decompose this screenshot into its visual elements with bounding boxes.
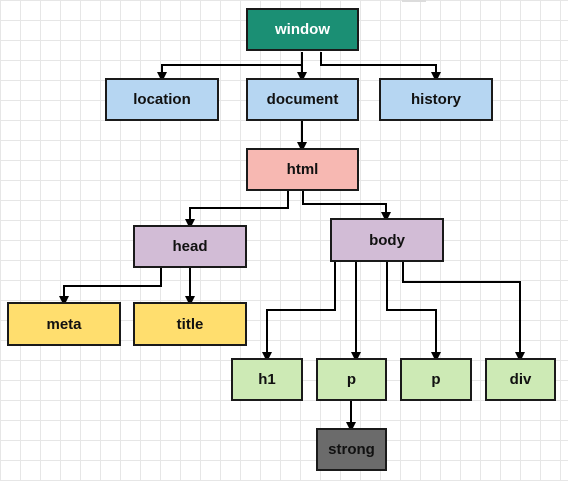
edge-head-meta <box>59 268 162 306</box>
edge-body-p2 <box>386 262 441 362</box>
node-p-1: p <box>316 358 387 401</box>
node-title: title <box>133 302 247 346</box>
node-strong-label: strong <box>328 441 375 458</box>
node-document: document <box>246 78 359 121</box>
node-h1-label: h1 <box>258 371 276 388</box>
edge-window-location <box>157 52 303 82</box>
node-title-label: title <box>176 315 204 333</box>
node-head: head <box>133 225 247 268</box>
node-document-label: document <box>266 91 339 108</box>
canvas-edge-marker <box>402 0 426 2</box>
node-strong: strong <box>316 428 387 471</box>
node-location-label: location <box>133 91 191 108</box>
node-window-label: window <box>275 21 330 38</box>
node-html: html <box>246 148 359 191</box>
node-head-label: head <box>172 238 208 255</box>
node-meta-label: meta <box>46 315 82 333</box>
node-html-label: html <box>286 161 319 178</box>
edge-html-head <box>185 191 289 229</box>
node-history-label: history <box>410 91 461 108</box>
node-div-label: div <box>509 371 532 388</box>
node-location: location <box>105 78 219 121</box>
node-body: body <box>330 218 444 262</box>
edge-html-body <box>302 191 391 222</box>
edge-body-h1 <box>262 262 336 362</box>
node-h1: h1 <box>231 358 303 401</box>
node-p-2: p <box>400 358 472 401</box>
node-body-label: body <box>369 231 405 249</box>
node-history: history <box>379 78 493 121</box>
node-meta: meta <box>7 302 121 346</box>
node-div: div <box>485 358 556 401</box>
node-p-1-label: p <box>346 371 357 388</box>
node-window: window <box>246 8 359 51</box>
edge-window-history <box>320 52 441 82</box>
edge-body-div <box>402 262 525 362</box>
node-p-2-label: p <box>431 371 441 388</box>
